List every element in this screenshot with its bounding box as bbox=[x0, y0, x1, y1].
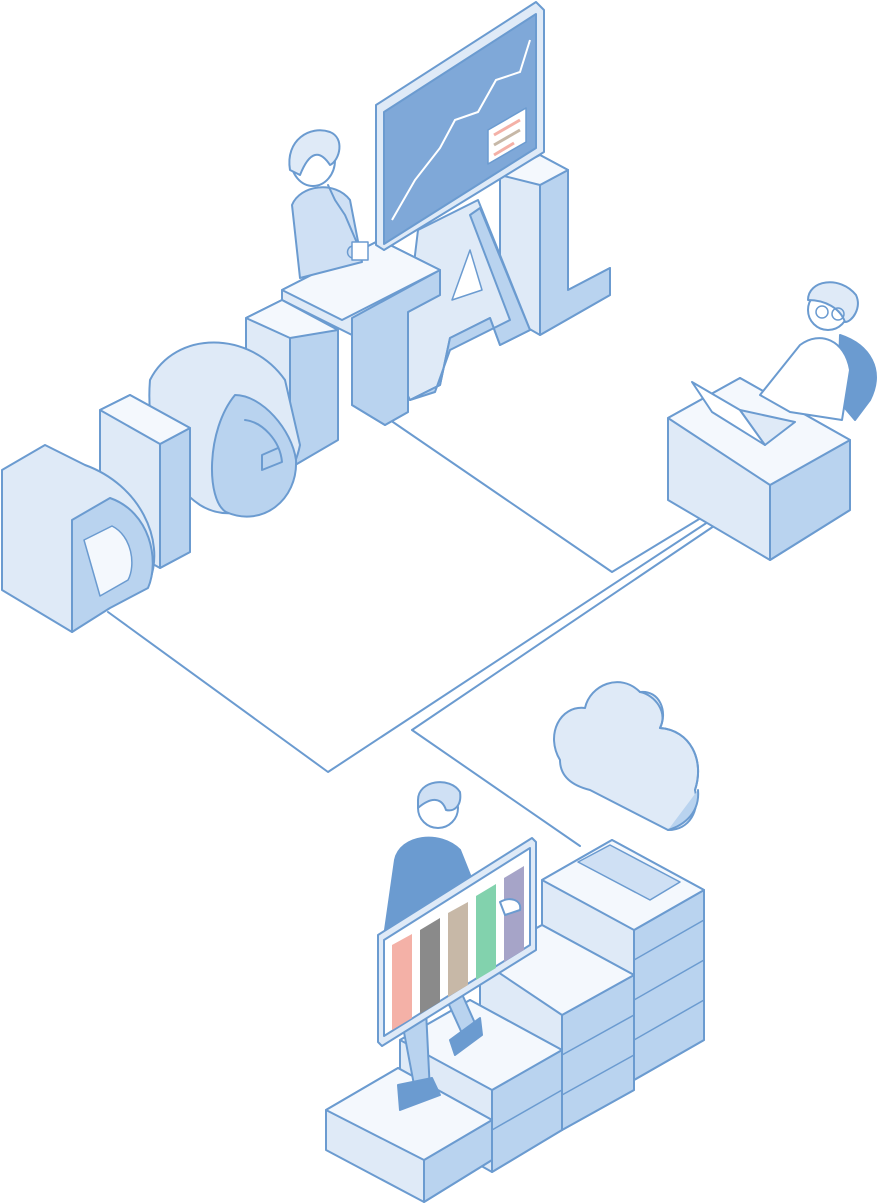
laptop-icon bbox=[691, 381, 796, 446]
letter-t-block bbox=[281, 239, 441, 426]
digital-word bbox=[1, 154, 611, 633]
mug-icon bbox=[346, 241, 369, 261]
letter-d-block bbox=[1, 444, 156, 633]
cloud-icon bbox=[553, 681, 700, 831]
bar-chart-board-icon bbox=[377, 837, 537, 1047]
monitor-icon bbox=[375, 1, 545, 251]
man-with-laptop bbox=[691, 281, 877, 446]
woman-with-mug bbox=[288, 129, 369, 279]
man-with-chart-board bbox=[377, 781, 537, 1111]
letter-l-block bbox=[499, 154, 611, 336]
